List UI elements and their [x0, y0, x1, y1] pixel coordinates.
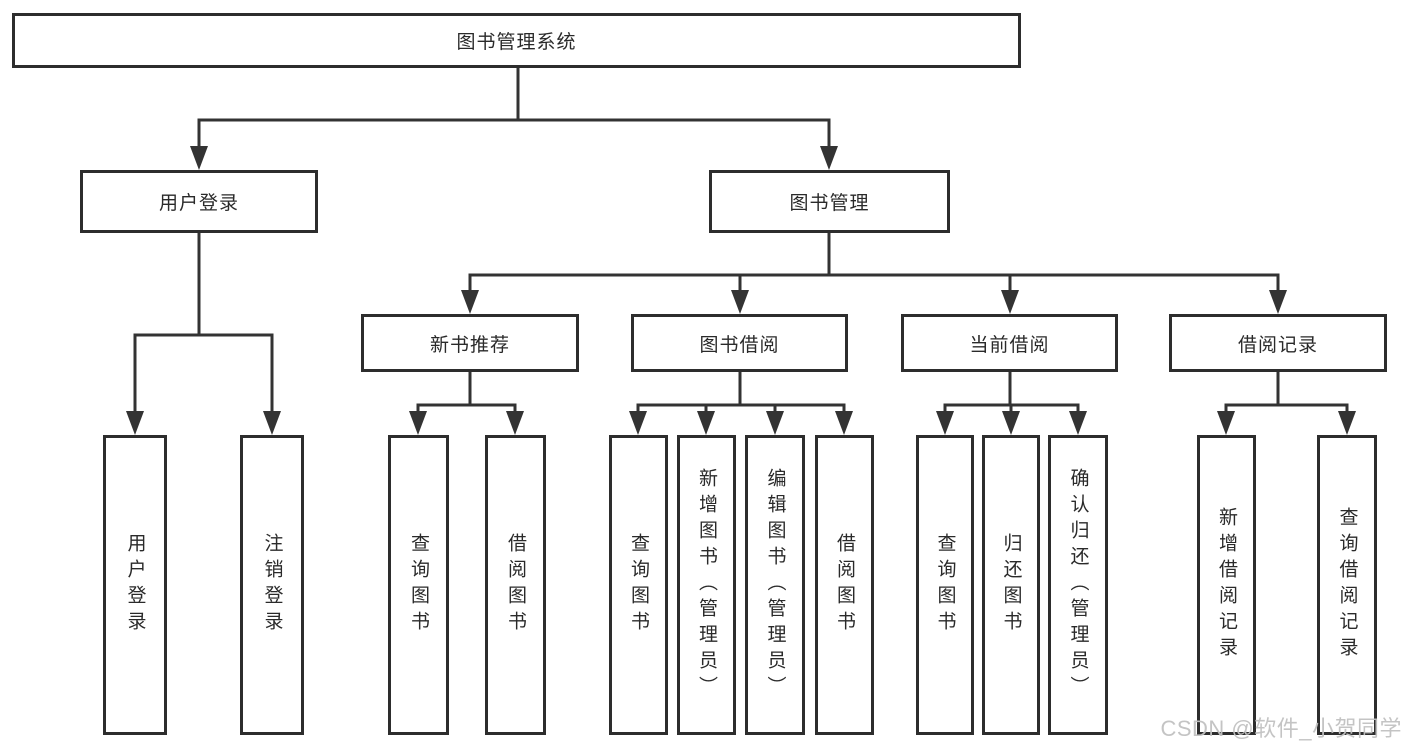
- leaf-borrow-books-newbook: 借阅图书: [485, 435, 546, 735]
- leaf-edit-book-admin: 编辑图书（管理员）: [745, 435, 805, 735]
- connector-newbook-to-leaves: [416, 372, 517, 412]
- node-book-management: 图书管理: [709, 170, 950, 233]
- node-label: 查询图书: [628, 533, 649, 637]
- connector-bookborrow-to-leaves: [636, 372, 846, 412]
- node-label: 新增借阅记录: [1216, 507, 1237, 663]
- connector-bookmgmt-to-level3: [468, 233, 1280, 291]
- node-label: 借阅图书: [834, 533, 855, 637]
- node-label: 确认归还（管理员）: [1067, 468, 1089, 702]
- connector-root-to-level2: [197, 68, 831, 147]
- leaf-return-books: 归还图书: [982, 435, 1040, 735]
- node-user-login: 用户登录: [80, 170, 318, 233]
- connector-currentborrow-to-leaves: [943, 372, 1080, 412]
- node-label: 新书推荐: [429, 334, 510, 356]
- node-label: 借阅记录: [1237, 334, 1318, 356]
- node-label: 图书管理系统: [456, 32, 577, 53]
- node-current-borrow: 当前借阅: [901, 314, 1118, 372]
- connector-borrowrecords-to-leaves: [1224, 372, 1349, 412]
- node-label: 图书借阅: [699, 334, 780, 356]
- node-label: 当前借阅: [969, 334, 1050, 356]
- node-label: 查询借阅记录: [1336, 507, 1358, 663]
- node-label: 注销登录: [261, 533, 283, 637]
- node-label: 借阅图书: [505, 533, 526, 637]
- leaf-query-books-newbook: 查询图书: [388, 435, 449, 735]
- node-label: 用户登录: [158, 193, 239, 214]
- node-borrow-records: 借阅记录: [1169, 314, 1387, 372]
- leaf-query-books-current: 查询图书: [916, 435, 974, 735]
- csdn-watermark: CSDN @软件_小贺同学: [1160, 716, 1402, 741]
- node-label: 编辑图书（管理员）: [764, 468, 786, 702]
- node-label: 新增图书（管理员）: [696, 468, 717, 702]
- leaf-add-book-admin: 新增图书（管理员）: [677, 435, 736, 735]
- connector-userlogin-to-leaves: [133, 233, 274, 412]
- node-new-book-recommend: 新书推荐: [361, 314, 579, 372]
- arrowheads: [126, 146, 1356, 435]
- node-root: 图书管理系统: [12, 13, 1021, 68]
- leaf-user-login: 用户登录: [103, 435, 167, 735]
- node-book-borrow: 图书借阅: [631, 314, 848, 372]
- leaf-confirm-return-admin: 确认归还（管理员）: [1048, 435, 1108, 735]
- node-label: 归还图书: [1000, 533, 1022, 637]
- leaf-add-borrow-record: 新增借阅记录: [1197, 435, 1256, 735]
- node-label: 查询图书: [408, 533, 429, 637]
- leaf-logout: 注销登录: [240, 435, 304, 735]
- leaf-borrow-books: 借阅图书: [815, 435, 874, 735]
- leaf-query-borrow-record: 查询借阅记录: [1317, 435, 1377, 735]
- node-label: 用户登录: [124, 533, 146, 637]
- node-label: 图书管理: [789, 193, 870, 214]
- node-label: 查询图书: [934, 533, 956, 637]
- leaf-query-books-borrow: 查询图书: [609, 435, 668, 735]
